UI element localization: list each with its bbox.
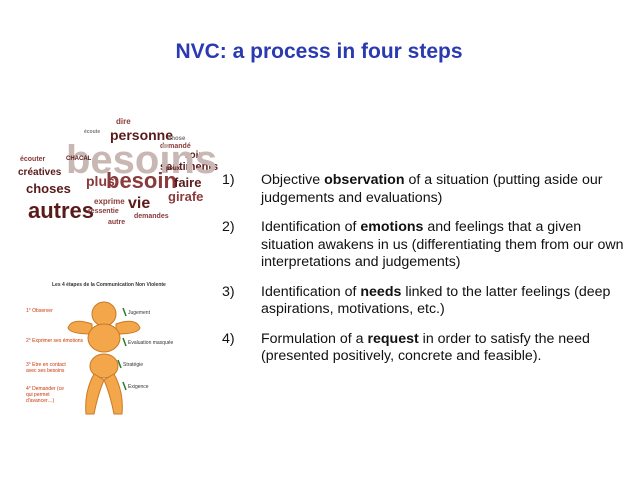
cloud-word: voir: [184, 150, 203, 161]
cloud-word: besoin: [106, 168, 177, 193]
cloud-word: créatives: [18, 167, 62, 178]
step-number: 2): [222, 219, 235, 235]
step-text: Objective: [261, 172, 325, 188]
cloud-word: choses: [26, 181, 71, 196]
cloud-word: personne: [110, 127, 174, 143]
step-keyword: emotions: [360, 219, 424, 235]
illustration-label-left: 4° Demander (ce qui permet d'avancer…): [26, 386, 64, 404]
illustration-label-right: Evaluation masquée: [128, 340, 174, 346]
illustration-label-left: 2° Exprimer ses émotions: [26, 338, 84, 344]
cloud-word: chose: [168, 136, 186, 142]
illustration-label-right: Stratégie: [123, 362, 144, 368]
step-text: linked to the latter feelings (deep aspi…: [261, 283, 611, 318]
illustration-label-right: Jugement: [128, 310, 150, 316]
step-keyword: observation: [324, 172, 405, 188]
cloud-word: plus: [86, 173, 115, 189]
cloud-word: demandé: [160, 143, 191, 150]
cloud-word: faire: [174, 175, 202, 190]
step-number: 1): [222, 172, 235, 188]
step-text: Identification of: [261, 283, 361, 300]
steps-list: 1) Objective observation of a situation (…: [222, 172, 627, 378]
step-text: Formulation of a: [261, 330, 368, 347]
illustration-title: Les 4 étapes de la Communication Non Vio…: [52, 282, 166, 288]
step-number: 3): [222, 283, 235, 300]
step-keyword: request: [367, 330, 419, 347]
cloud-word: girafe: [168, 189, 204, 204]
illustration-label-left: 1° Observer: [26, 308, 53, 314]
figure-illustration: [67, 301, 141, 415]
illustration-label-left: 3° Etre en contact avec ses besoins: [26, 362, 66, 374]
cloud-word: dire: [116, 117, 131, 126]
cloud-word: peux: [166, 166, 181, 172]
cloud-word: demandes: [134, 213, 169, 220]
cloud-word: sentiments: [160, 161, 219, 173]
cloud-word: autre: [108, 219, 126, 226]
step-text: of a situation (putting aside our judgem…: [261, 172, 603, 206]
step-item: 1) Objective observation of a situation (…: [222, 172, 627, 207]
slide-title: NVC: a process in four steps: [175, 40, 463, 63]
step-text: and feelings that a given situation awak…: [261, 219, 624, 270]
cloud-word: vie: [128, 195, 151, 212]
cloud-word: exprime: [94, 197, 125, 206]
word-cloud-image: dire écoute personne demandé voir écoute…: [18, 117, 218, 236]
step-item: 4) Formulation of a request in order to s…: [222, 331, 627, 366]
cloud-word: écoute: [84, 129, 101, 135]
cloud-word: ressentie: [88, 208, 119, 215]
cloud-word: autres: [28, 198, 95, 223]
step-keyword: needs: [360, 283, 402, 300]
step-item: 3) Identification of needs linked to the …: [222, 284, 627, 319]
step-item: 2) Identification of emotions and feeling…: [222, 219, 627, 272]
cloud-word: besoins: [66, 138, 218, 182]
nvc-steps-illustration: Les 4 étapes de la Communication Non Vio…: [22, 282, 214, 422]
cloud-word: écouter: [20, 156, 46, 163]
illustration-label-right: Exigence: [128, 384, 149, 390]
step-number: 4): [222, 330, 235, 347]
step-text: in order to satisfy the need (presented …: [261, 330, 590, 365]
step-text: Identification of: [261, 219, 361, 235]
cloud-word: CHACAL: [66, 156, 92, 162]
